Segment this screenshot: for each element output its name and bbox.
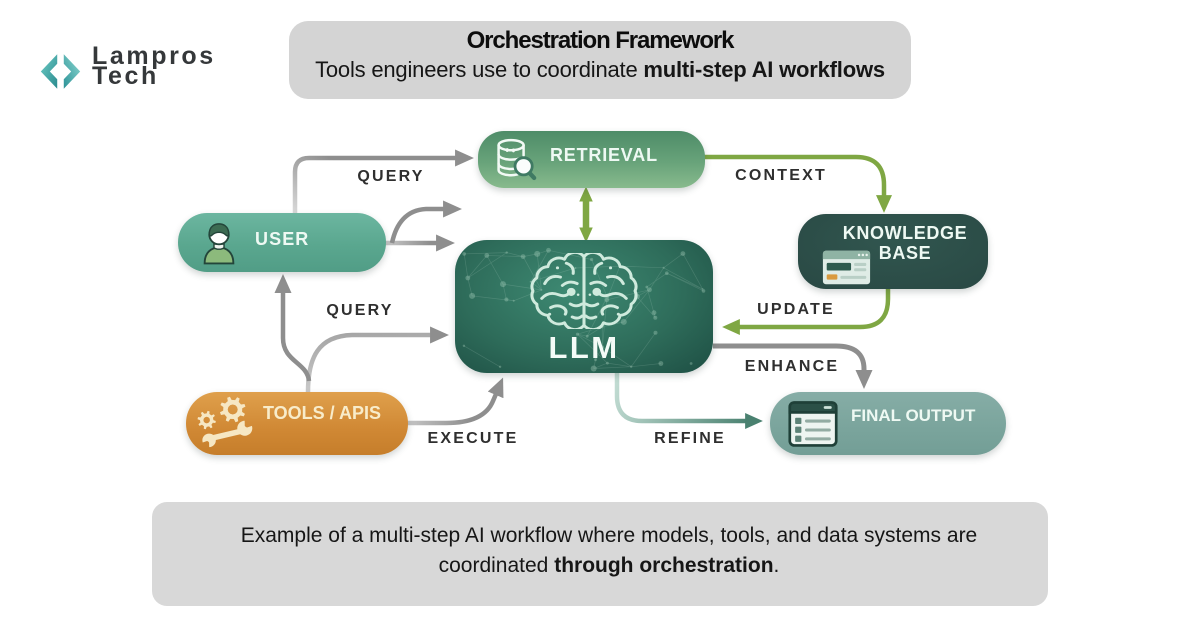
- brain-icon: [530, 253, 638, 329]
- node-final-output-label: FINAL OUTPUT: [851, 405, 976, 425]
- caption-bold: through orchestration: [554, 554, 774, 577]
- subtitle-regular: Tools engineers use to coordinate: [315, 57, 644, 82]
- database-search-icon: [497, 138, 537, 180]
- edge-label-execute: EXECUTE: [427, 430, 519, 447]
- edge-label-refine: REFINE: [654, 430, 726, 447]
- node-knowledge-base-label: KNOWLEDGE BASE: [822, 223, 988, 263]
- arrow-refine: [614, 373, 763, 429]
- node-knowledge-base: KNOWLEDGE BASE: [798, 214, 988, 289]
- brand-name-line2: Tech: [92, 61, 159, 90]
- arrow-user-fork-up: [389, 200, 462, 244]
- arrow-tools-llm: [305, 326, 449, 393]
- node-llm-label: LLM: [548, 330, 620, 365]
- node-user: USER: [178, 213, 386, 272]
- caption-regular: Example of a multi-step AI workflow wher…: [240, 524, 978, 577]
- edge-label-query-bottom: QUERY: [326, 302, 394, 319]
- node-knowledge-base-label-line2: BASE: [878, 242, 932, 263]
- edge-label-query-top: QUERY: [357, 168, 425, 185]
- gears-wrench-icon: [197, 396, 253, 447]
- caption-text: Example of a multi-step AI workflow wher…: [209, 521, 1009, 581]
- node-tools-apis-label: TOOLS / APIS: [263, 403, 382, 423]
- edge-label-update: UPDATE: [757, 301, 835, 318]
- node-user-label: USER: [255, 229, 310, 249]
- code-brackets-icon: [40, 54, 81, 89]
- node-retrieval: RETRIEVAL: [478, 131, 705, 188]
- node-final-output: FINAL OUTPUT: [770, 392, 1006, 455]
- caption-suffix: .: [773, 554, 780, 577]
- node-llm: LLM: [455, 240, 713, 373]
- output-window-icon: [788, 400, 838, 447]
- subtitle-bold: multi-step AI workflows: [643, 57, 885, 82]
- user-person-icon: [203, 222, 235, 264]
- arrow-execute: [400, 377, 504, 426]
- edge-label-enhance: ENHANCE: [744, 358, 840, 375]
- knowledge-card-icon: [822, 250, 871, 285]
- brand-name-line1: Lampros: [92, 42, 216, 70]
- node-retrieval-label: RETRIEVAL: [550, 145, 658, 165]
- node-knowledge-base-label-line1: KNOWLEDGE: [842, 223, 968, 243]
- edge-label-context: CONTEXT: [735, 167, 827, 184]
- caption-panel: Example of a multi-step AI workflow wher…: [152, 502, 1048, 606]
- page-subtitle: Tools engineers use to coordinate multi-…: [289, 57, 911, 83]
- arrow-tools-user: [274, 274, 312, 382]
- title-panel: Orchestration Framework Tools engineers …: [289, 21, 911, 99]
- page-title: Orchestration Framework: [466, 27, 735, 54]
- node-tools-apis: TOOLS / APIS: [186, 392, 408, 455]
